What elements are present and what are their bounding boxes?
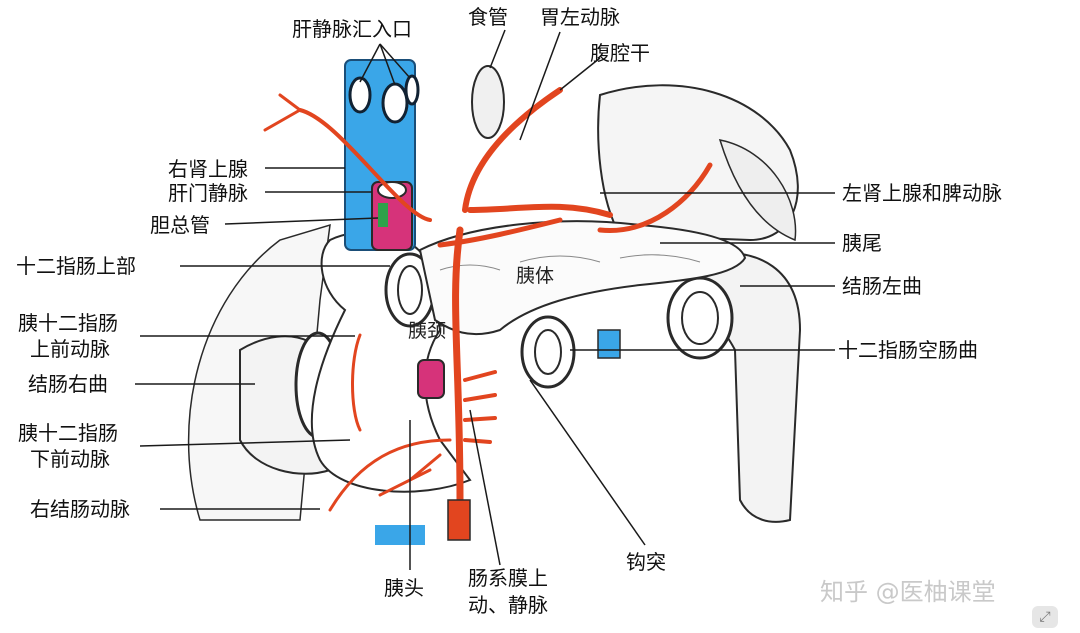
spleen bbox=[718, 139, 797, 242]
label-ant-inf-pd-artery-1: 胰十二指肠 bbox=[18, 421, 118, 445]
label-pancreas-head: 胰头 bbox=[384, 576, 424, 600]
label-sma-smv-2: 动、静脉 bbox=[468, 593, 548, 617]
label-ant-sup-pd-artery-2: 上前动脉 bbox=[30, 337, 110, 361]
label-ant-inf-pd-artery-2: 下前动脉 bbox=[30, 447, 110, 471]
watermark: 知乎 @医柚课堂 bbox=[820, 578, 996, 606]
label-duodenum-superior: 十二指肠上部 bbox=[16, 254, 136, 278]
label-ant-sup-pd-artery-1: 胰十二指肠 bbox=[18, 311, 118, 335]
arteries bbox=[263, 87, 713, 512]
label-pancreas-neck: 胰颈 bbox=[408, 320, 447, 342]
label-left-gastric-artery: 胃左动脉 bbox=[540, 5, 620, 29]
label-portal-vein: 肝门静脉 bbox=[168, 181, 248, 205]
esophagus bbox=[471, 65, 505, 139]
label-splenic-flexure: 结肠左曲 bbox=[842, 274, 922, 298]
splenic-flexure-lumen bbox=[666, 276, 734, 360]
label-pancreas-body: 胰体 bbox=[516, 265, 555, 287]
duodenojejunal-lumen bbox=[520, 315, 576, 389]
label-celiac-trunk: 腹腔干 bbox=[590, 41, 650, 65]
label-common-bile-duct: 胆总管 bbox=[150, 213, 210, 237]
label-sma-smv-1: 肠系膜上 bbox=[468, 566, 548, 590]
label-right-colic-artery: 右结肠动脉 bbox=[30, 497, 130, 521]
leader-lines bbox=[135, 29, 835, 570]
label-hepatic-flexure: 结肠右曲 bbox=[28, 372, 108, 396]
label-hepatic-vein-inlet: 肝静脉汇入口 bbox=[292, 17, 412, 41]
label-pancreas-tail: 胰尾 bbox=[842, 231, 882, 255]
expand-icon[interactable]: ⤢ bbox=[1032, 606, 1058, 628]
label-left-adrenal-splenic: 左肾上腺和脾动脉 bbox=[842, 181, 1002, 205]
label-uncinate: 钩突 bbox=[626, 550, 666, 574]
label-right-adrenal: 右肾上腺 bbox=[168, 157, 248, 181]
label-esophagus: 食管 bbox=[468, 5, 508, 29]
bile-duct bbox=[378, 203, 388, 227]
label-duodenojejunal-flexure: 十二指肠空肠曲 bbox=[838, 338, 978, 362]
